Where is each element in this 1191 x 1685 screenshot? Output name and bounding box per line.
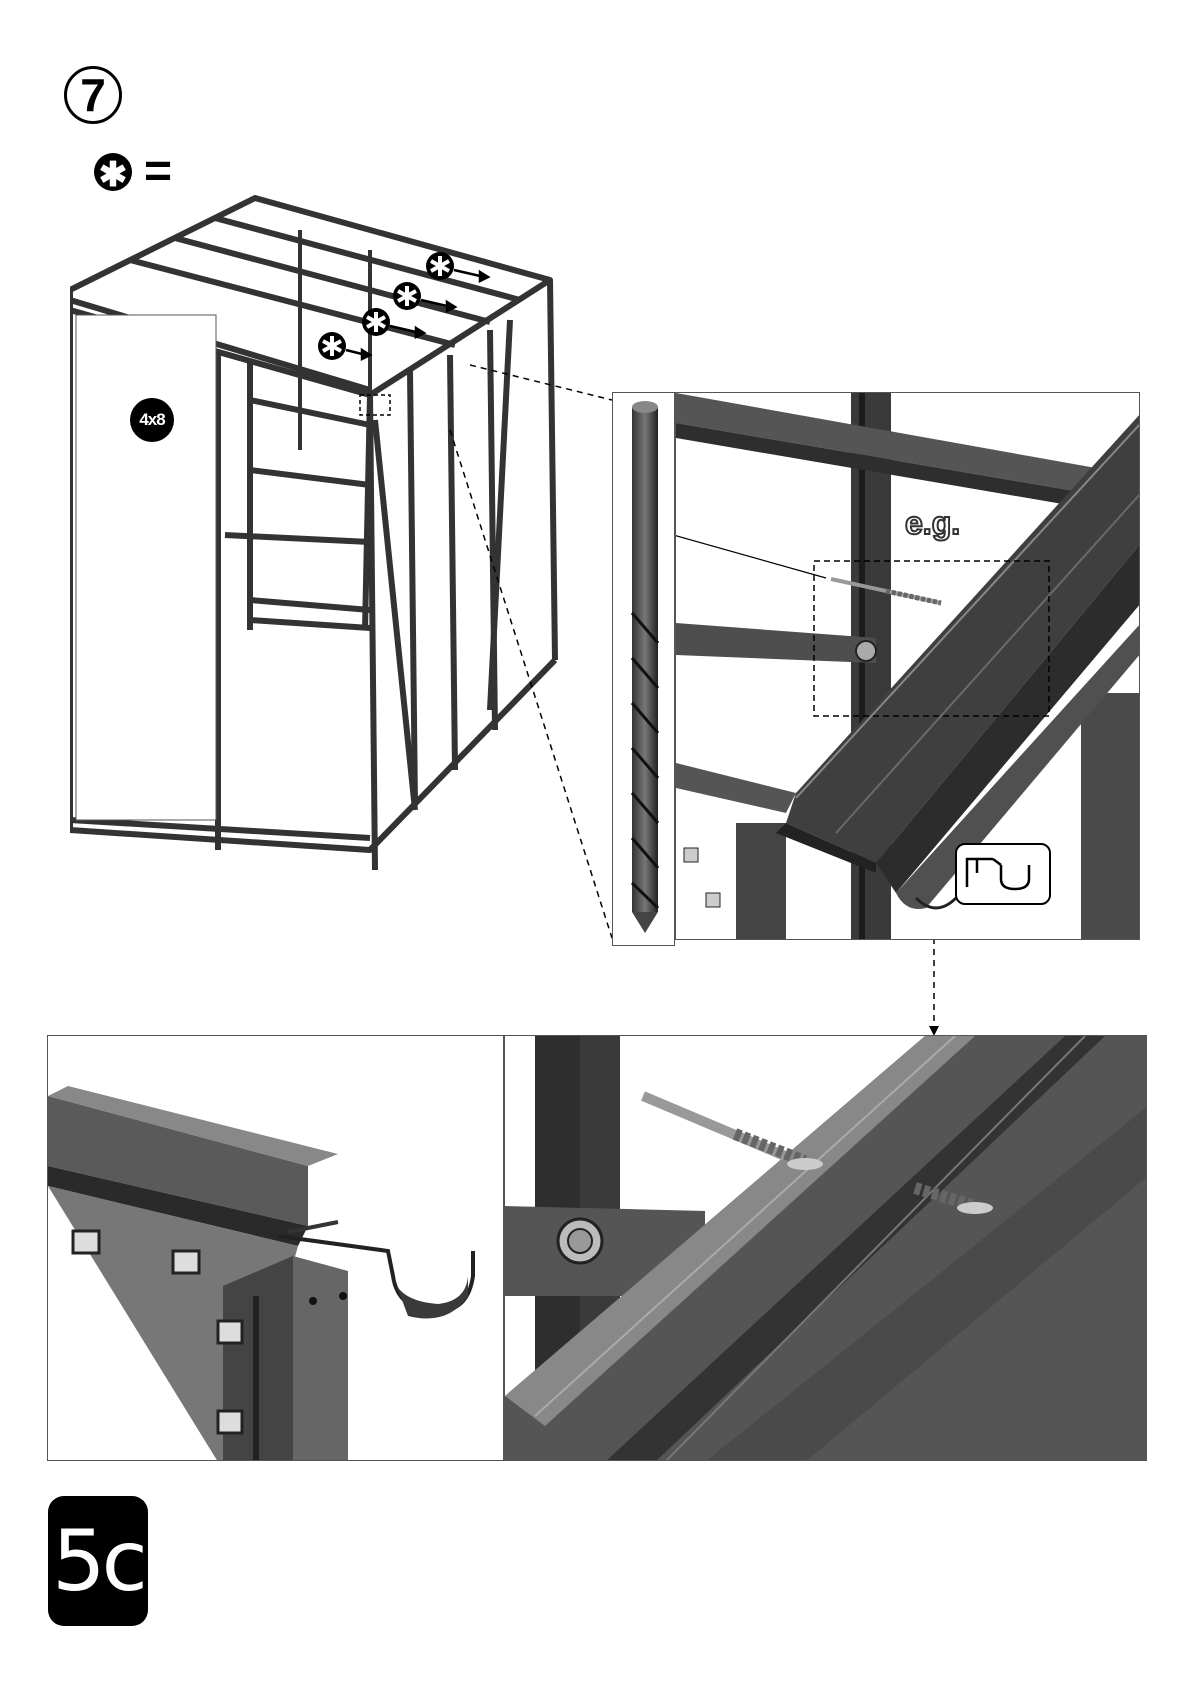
eg-label: e.g.	[905, 505, 960, 542]
gutter-corner-illustration	[48, 1036, 504, 1461]
gutter-symbol	[955, 843, 1051, 905]
drill-bit-illustration	[613, 393, 675, 946]
drill-bit-panel	[612, 392, 675, 946]
roof-corner-illustration	[676, 393, 1140, 940]
roof-corner-detail-panel	[675, 392, 1140, 940]
drilling-illustration	[505, 1036, 1147, 1461]
page-code-badge: 5c	[48, 1496, 148, 1626]
gutter-profile-icon	[957, 845, 1045, 899]
drilling-detail-panel	[504, 1035, 1147, 1461]
gutter-corner-detail-panel	[47, 1035, 504, 1461]
